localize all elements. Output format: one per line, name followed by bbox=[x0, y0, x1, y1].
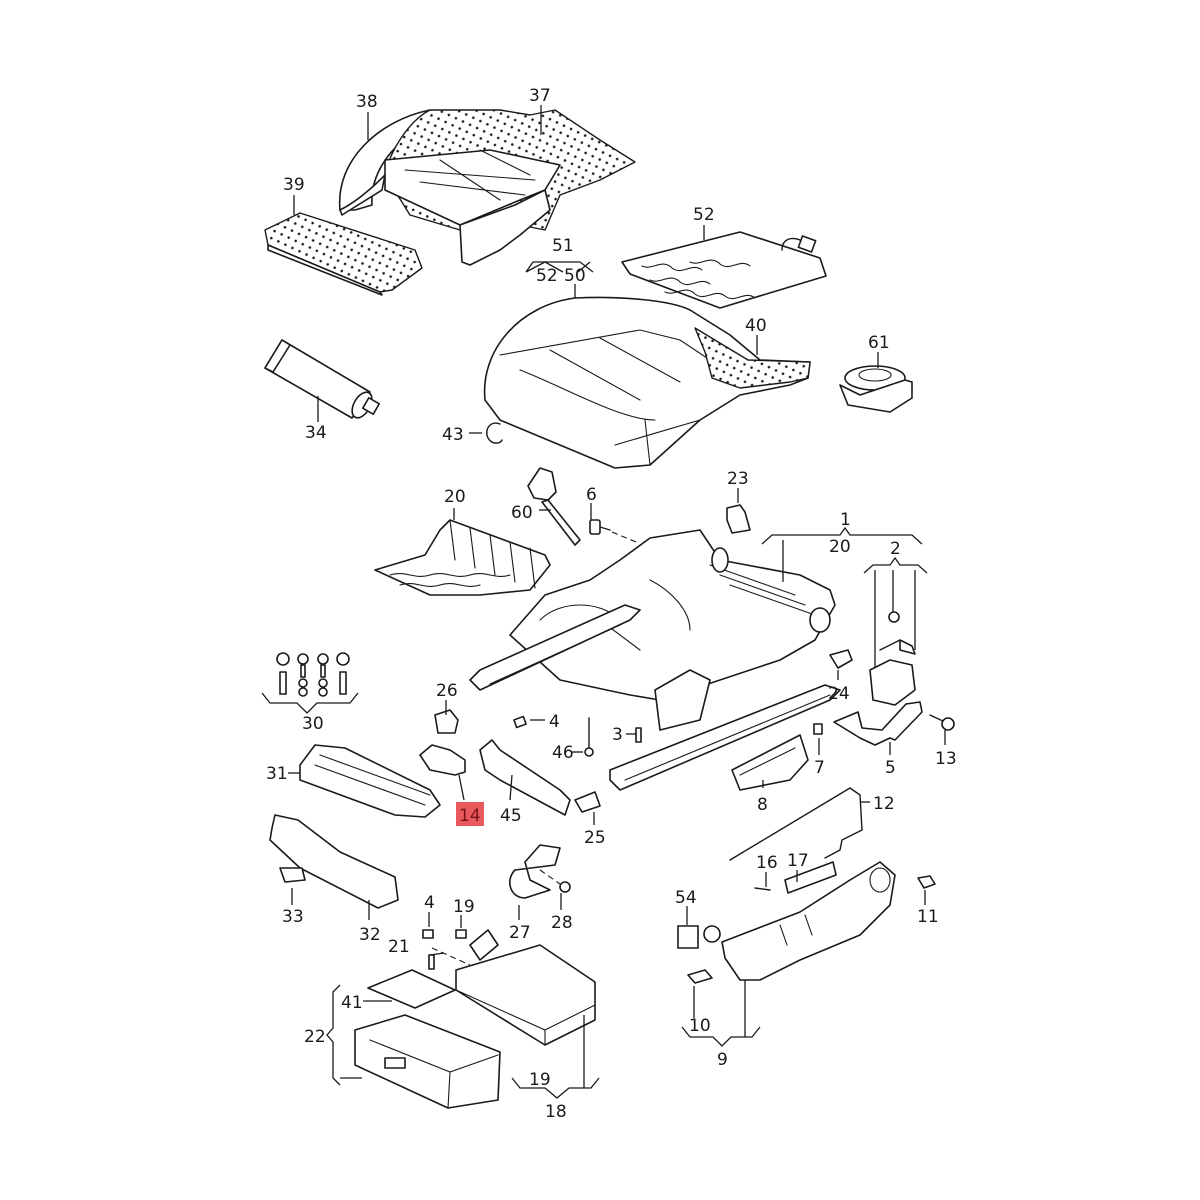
part-2-recliner-bracket[interactable] bbox=[869, 611, 916, 706]
part-14-cover[interactable] bbox=[419, 744, 466, 776]
label-19-lower[interactable]: 19 bbox=[529, 1070, 551, 1090]
leader-lines bbox=[261, 105, 946, 1099]
part-33-switch[interactable] bbox=[279, 867, 306, 883]
label-10[interactable]: 10 bbox=[689, 1016, 711, 1036]
label-20-springs[interactable]: 20 bbox=[444, 487, 466, 507]
part-43-clip[interactable] bbox=[486, 422, 503, 444]
part-17-badge[interactable] bbox=[784, 861, 837, 894]
part-23-clip[interactable] bbox=[726, 504, 751, 534]
part-39-front-foam[interactable] bbox=[264, 212, 423, 296]
label-52-heater[interactable]: 52 bbox=[693, 205, 715, 225]
part-18-storage-housing[interactable] bbox=[455, 929, 596, 1046]
label-3[interactable]: 3 bbox=[612, 725, 623, 745]
label-32[interactable]: 32 bbox=[359, 925, 381, 945]
label-13[interactable]: 13 bbox=[935, 749, 957, 769]
callout-labels: 38 37 39 52 51 52 50 40 61 34 43 20 60 6… bbox=[266, 86, 957, 1122]
label-22[interactable]: 22 bbox=[304, 1027, 326, 1047]
label-14-highlighted[interactable]: 14 bbox=[459, 806, 481, 826]
label-39[interactable]: 39 bbox=[283, 175, 305, 195]
part-30-fastener-kit[interactable] bbox=[276, 652, 350, 697]
part-5-bracket[interactable] bbox=[833, 701, 923, 746]
part-8-trim[interactable] bbox=[731, 734, 809, 791]
label-9[interactable]: 9 bbox=[717, 1050, 728, 1070]
part-4-clip-lower[interactable] bbox=[422, 929, 434, 939]
label-6[interactable]: 6 bbox=[586, 485, 597, 505]
part-41-mat[interactable] bbox=[367, 969, 456, 1009]
part-54-adjustment-motor[interactable] bbox=[677, 925, 721, 949]
part-50-seat-cover[interactable] bbox=[483, 296, 811, 469]
part-20-seat-spring-mat[interactable] bbox=[374, 519, 551, 596]
label-1[interactable]: 1 bbox=[840, 510, 851, 530]
part-27-bracket[interactable] bbox=[509, 844, 561, 899]
label-19-upper[interactable]: 19 bbox=[453, 897, 475, 917]
part-52-seat-heater-mat[interactable] bbox=[621, 231, 827, 309]
label-52-cover[interactable]: 52 bbox=[536, 266, 558, 286]
label-54[interactable]: 54 bbox=[675, 888, 697, 908]
part-24-cap[interactable] bbox=[829, 649, 853, 669]
label-12[interactable]: 12 bbox=[873, 794, 895, 814]
part-3-screw[interactable] bbox=[635, 727, 642, 743]
label-25[interactable]: 25 bbox=[584, 828, 606, 848]
part-21-screw[interactable] bbox=[428, 947, 471, 970]
label-41[interactable]: 41 bbox=[341, 993, 363, 1013]
label-37[interactable]: 37 bbox=[529, 86, 551, 106]
label-17[interactable]: 17 bbox=[787, 851, 809, 871]
label-45[interactable]: 45 bbox=[500, 806, 522, 826]
part-11-clip[interactable] bbox=[917, 875, 936, 889]
part-28-bolt[interactable] bbox=[539, 869, 571, 893]
part-4-clip-upper[interactable] bbox=[513, 715, 527, 729]
highlight-box-14 bbox=[456, 802, 484, 826]
part-37-cushion-foam[interactable] bbox=[384, 109, 636, 266]
part-32-front-trim[interactable] bbox=[269, 814, 399, 909]
label-4-upper[interactable]: 4 bbox=[549, 712, 560, 732]
part-34-grease-tube[interactable] bbox=[264, 339, 380, 421]
part-6-bolt[interactable] bbox=[589, 519, 637, 543]
label-30[interactable]: 30 bbox=[302, 714, 324, 734]
label-61[interactable]: 61 bbox=[868, 333, 890, 353]
part-1-seat-frame[interactable] bbox=[469, 529, 841, 791]
label-5[interactable]: 5 bbox=[885, 758, 896, 778]
label-51[interactable]: 51 bbox=[552, 236, 574, 256]
part-46-rivet[interactable] bbox=[584, 717, 594, 757]
label-40[interactable]: 40 bbox=[745, 316, 767, 336]
label-2[interactable]: 2 bbox=[890, 539, 901, 559]
label-27[interactable]: 27 bbox=[509, 923, 531, 943]
label-20-frame[interactable]: 20 bbox=[829, 537, 851, 557]
label-34[interactable]: 34 bbox=[305, 423, 327, 443]
label-23[interactable]: 23 bbox=[727, 469, 749, 489]
label-7[interactable]: 7 bbox=[814, 758, 825, 778]
label-33[interactable]: 33 bbox=[282, 907, 304, 927]
part-9-side-trim-panel[interactable] bbox=[721, 861, 896, 981]
label-60[interactable]: 60 bbox=[511, 503, 533, 523]
label-8[interactable]: 8 bbox=[757, 795, 768, 815]
part-60-belt-buckle[interactable] bbox=[527, 467, 581, 546]
label-16[interactable]: 16 bbox=[756, 853, 778, 873]
label-18[interactable]: 18 bbox=[545, 1102, 567, 1122]
label-26[interactable]: 26 bbox=[436, 681, 458, 701]
label-11[interactable]: 11 bbox=[917, 907, 939, 927]
part-45-bracket[interactable] bbox=[479, 739, 571, 816]
part-12-wire[interactable] bbox=[729, 787, 863, 861]
label-43[interactable]: 43 bbox=[442, 425, 464, 445]
part-7-nut[interactable] bbox=[813, 723, 823, 735]
label-50[interactable]: 50 bbox=[564, 266, 586, 286]
part-26-guide[interactable] bbox=[434, 709, 459, 734]
part-13-bolt[interactable] bbox=[929, 714, 955, 731]
label-46[interactable]: 46 bbox=[552, 743, 574, 763]
label-28[interactable]: 28 bbox=[551, 913, 573, 933]
part-19-screw-upper[interactable] bbox=[455, 929, 467, 939]
part-31-tray-base[interactable] bbox=[299, 744, 441, 818]
part-25-cap[interactable] bbox=[574, 791, 601, 813]
label-31[interactable]: 31 bbox=[266, 764, 288, 784]
part-10-switch-clip[interactable] bbox=[687, 969, 713, 984]
label-38[interactable]: 38 bbox=[356, 92, 378, 112]
part-16-screw[interactable] bbox=[754, 887, 771, 891]
label-4-lower[interactable]: 4 bbox=[424, 893, 435, 913]
label-24[interactable]: 24 bbox=[828, 684, 850, 704]
label-21[interactable]: 21 bbox=[388, 937, 410, 957]
part-61-occupant-sensor[interactable] bbox=[839, 365, 913, 413]
part-22-drawer[interactable] bbox=[354, 1014, 501, 1109]
